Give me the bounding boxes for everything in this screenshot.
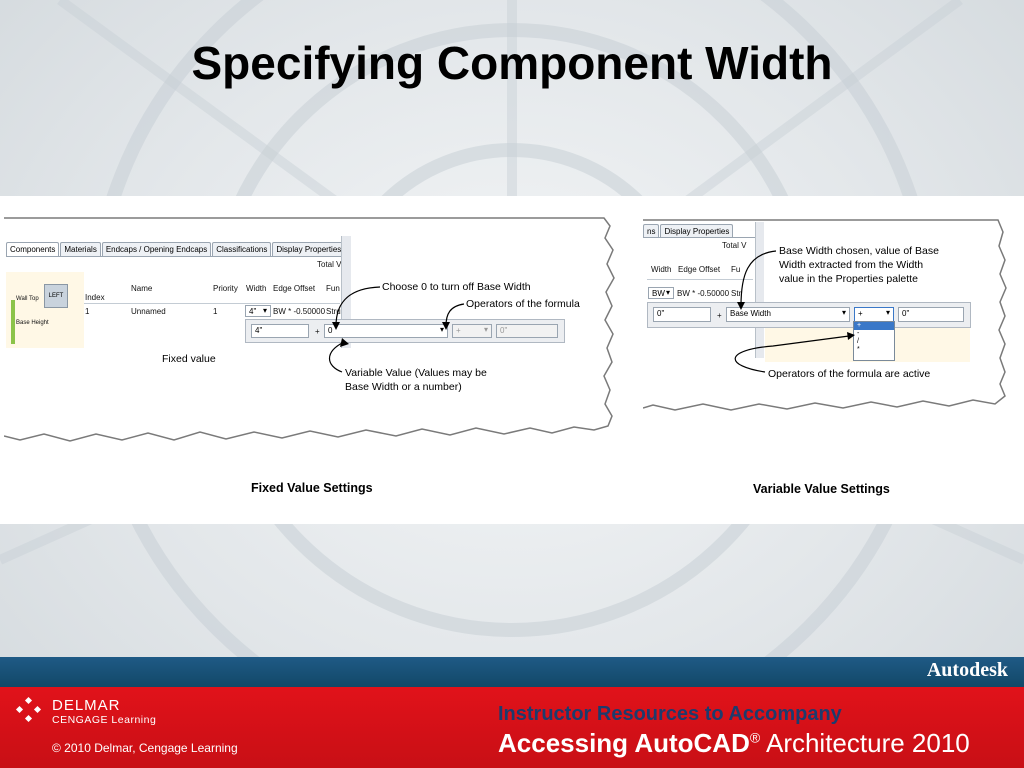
instructor-resources-line: Instructor Resources to Accompany: [498, 703, 842, 725]
left-callout-arrows: [328, 286, 465, 373]
caption-variable-value-settings: Variable Value Settings: [753, 482, 890, 496]
variable-value-screenshot: ns Display Properties Total V Width Edge…: [643, 218, 1008, 414]
fixed-value-screenshot: Components Materials Endcaps / Opening E…: [4, 216, 620, 444]
product-title: Accessing AutoCAD® Architecture 2010: [498, 728, 970, 759]
slide-title: Specifying Component Width: [191, 37, 833, 89]
publisher-name: DELMAR: [52, 697, 121, 714]
caption-fixed-value-settings: Fixed Value Settings: [251, 481, 373, 495]
right-callout-arrows: [734, 250, 855, 373]
autodesk-logo: Autodesk: [926, 659, 1008, 681]
product-title-prefix: Accessing AutoCAD: [498, 728, 750, 758]
product-title-suffix: Architecture 2010: [760, 728, 970, 758]
footer-blue-band: [0, 657, 1024, 687]
publisher-sub: CENGAGE Learning: [52, 714, 157, 726]
delmar-logo-icon: [15, 696, 42, 723]
footer-red-band: [0, 687, 1024, 768]
registered-mark: ®: [749, 729, 761, 746]
copyright-text: © 2010 Delmar, Cengage Learning: [52, 741, 238, 755]
